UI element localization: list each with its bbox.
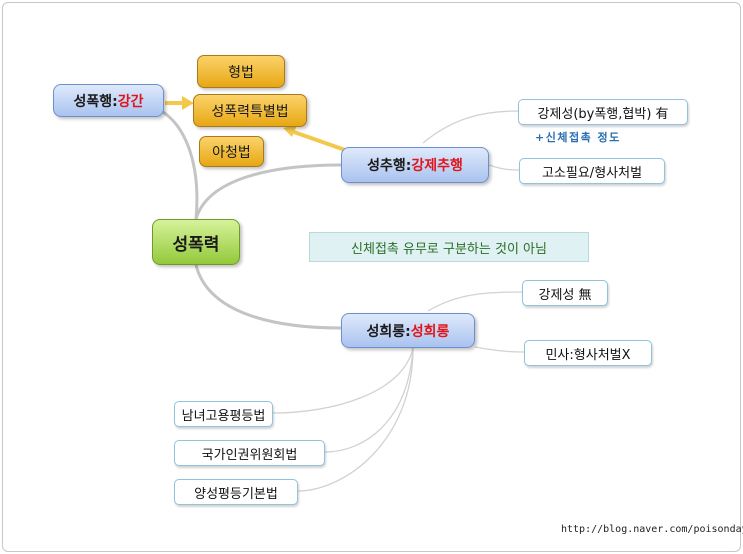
law-label: 아청법 [212,144,251,161]
harassment-highlight: 성희롱 [410,323,450,340]
harassment-prefix: 성희롱: [366,323,411,340]
rape-highlight: 강간 [117,93,144,110]
central-label: 성폭력 [172,234,220,255]
law-human-rights-commission: 국가인권위원회법 [174,440,325,466]
harassment-coercion-box: 강제성 無 [522,280,608,306]
callout-text: 신체접촉 유무로 구분하는 것이 아님 [351,241,547,257]
rape-prefix: 성폭행: [73,93,118,110]
harassment-node: 성희롱:성희롱 [341,313,475,348]
indecent-prefix: 성추행: [367,158,412,174]
indecent-coercion-box: 강제성(by폭행,협박) 有 [518,99,688,125]
indecent-highlight: 강제추행 [411,158,463,174]
indecent-coercion-text: 강제성(by폭행,협박) 有 [537,106,669,122]
law-youth-act: 아청법 [199,136,264,167]
harassment-law-label: 양성평등기본법 [194,486,278,502]
harassment-coercion-text: 강제성 無 [538,287,592,303]
law-gender-equality: 양성평등기본법 [174,479,298,505]
law-label: 성폭력특별법 [211,103,289,120]
harassment-law-label: 국가인권위원회법 [201,447,298,463]
law-label: 형법 [228,64,254,81]
rape-node: 성폭행:강간 [53,84,164,117]
connector-lines [150,96,525,492]
rape-law-arrow [165,96,194,110]
distinction-callout: 신체접촉 유무로 구분하는 것이 아님 [309,232,589,262]
indecent-law-arrow [283,125,349,153]
law-equal-employment: 남녀고용평등법 [174,401,273,427]
contact-note: +신체접촉 정도 [535,131,621,144]
harassment-law-label: 남녀고용평등법 [181,408,266,424]
indecent-punishment-box: 고소필요/형사처벌 [519,158,665,184]
blog-watermark: http://blog.naver.com/poisonday [561,524,743,535]
indecent-punishment-text: 고소필요/형사처벌 [541,165,643,181]
central-node: 성폭력 [152,219,240,265]
harassment-punishment-text: 민사:형사처벌X [545,347,631,363]
law-criminal-code: 형법 [197,55,285,88]
law-special-act: 성폭력특별법 [193,94,307,127]
indecent-node: 성추행:강제추행 [341,147,489,183]
harassment-punishment-box: 민사:형사처벌X [524,340,652,366]
